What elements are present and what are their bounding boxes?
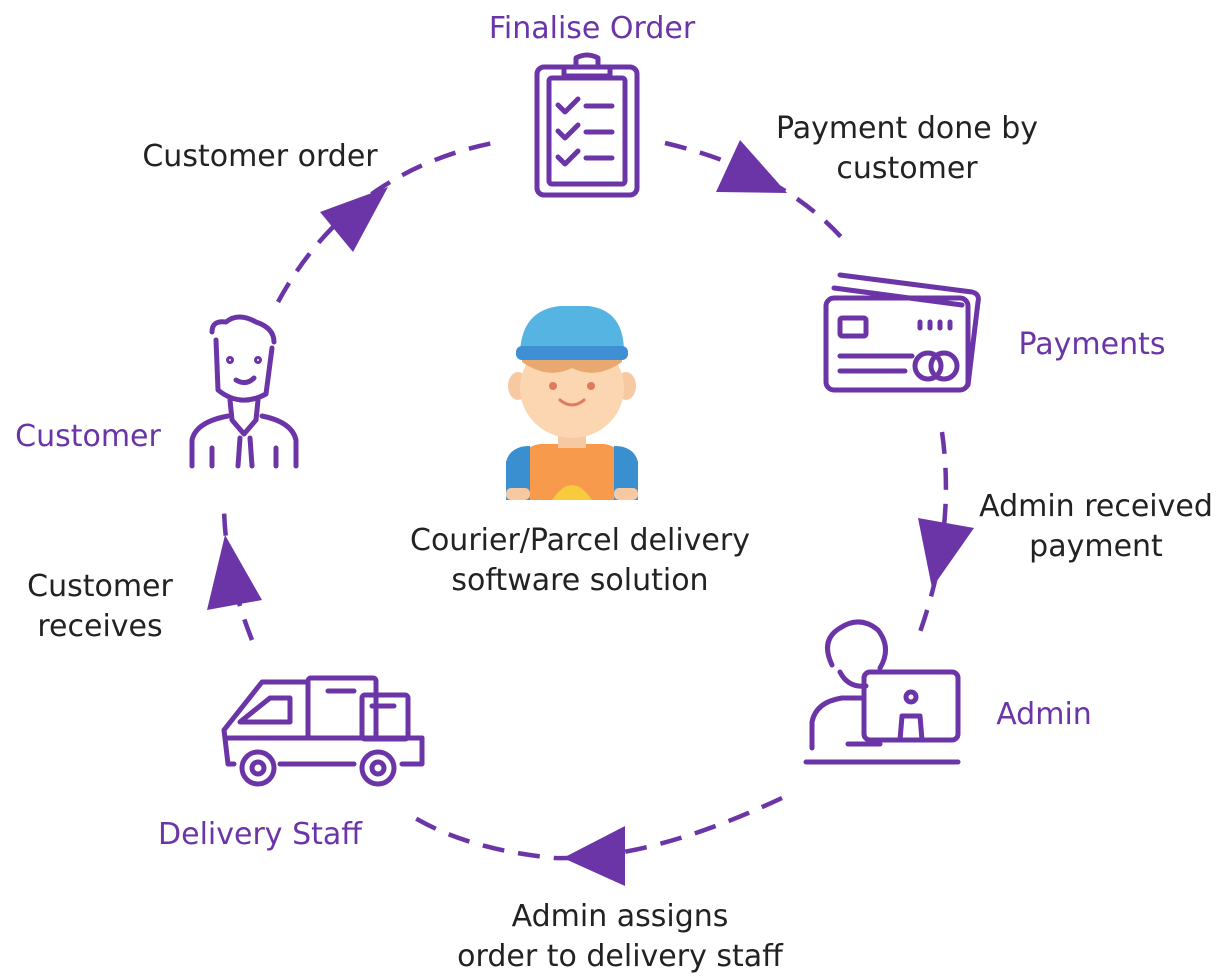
courier-boy-icon <box>506 306 638 500</box>
edge-label-admin-assigns-line1: Admin assigns <box>512 899 729 934</box>
node-label-delivery-staff: Delivery Staff <box>158 817 363 852</box>
customer-man-icon <box>189 314 299 469</box>
center-caption-line2: software solution <box>451 563 708 598</box>
arrowhead-payment-done <box>716 140 787 193</box>
center-caption-line1: Courier/Parcel delivery <box>410 523 750 558</box>
node-label-admin: Admin <box>996 697 1092 732</box>
arc-admin-to-delivery <box>413 795 783 861</box>
edge-label-customer-order: Customer order <box>142 139 378 174</box>
person-at-computer-icon <box>803 619 961 765</box>
node-label-finalise-order: Finalise Order <box>489 11 696 46</box>
edge-label-customer-receives-line1: Customer <box>27 569 173 604</box>
arc-customer-to-order <box>276 139 499 304</box>
arc-delivery-to-customer <box>221 509 255 641</box>
edge-label-payment-done-line1: Payment done by <box>776 111 1038 146</box>
arrowhead-admin-assigns <box>563 826 625 886</box>
edge-label-admin-received-line1: Admin received <box>979 489 1213 524</box>
clipboard-checklist-icon <box>534 52 640 198</box>
delivery-truck-icon <box>221 675 425 787</box>
node-label-payments: Payments <box>1019 327 1166 362</box>
arrowhead-customer-order <box>320 187 388 252</box>
edge-label-admin-received-line2: payment <box>1029 529 1163 564</box>
arrowhead-customer-receives <box>207 535 262 610</box>
arrowhead-admin-received <box>918 518 974 588</box>
edge-label-admin-assigns-line2: order to delivery staff <box>457 939 784 974</box>
edge-label-payment-done-line2: customer <box>836 151 978 186</box>
edge-label-customer-receives-line2: receives <box>37 609 162 644</box>
credit-cards-icon <box>823 272 981 393</box>
node-label-customer: Customer <box>15 419 161 454</box>
